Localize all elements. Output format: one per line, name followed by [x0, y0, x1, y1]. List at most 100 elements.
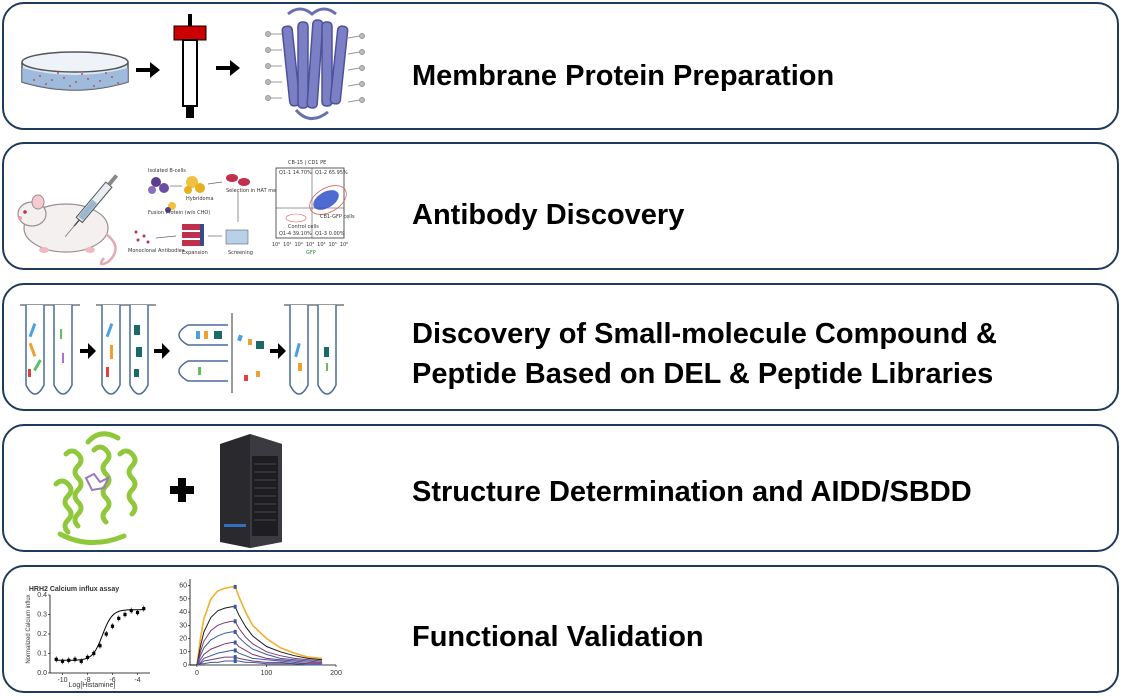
x-tick-label: 200 — [330, 670, 342, 677]
y-tick-label: 60 — [179, 583, 187, 590]
series-marker — [233, 619, 237, 624]
workflow-label: Isolated B-cells — [148, 168, 186, 174]
data-point — [123, 612, 127, 617]
x-tick-label: -4 — [134, 677, 140, 684]
y-tick-label: 0.3 — [37, 612, 47, 619]
arrow-icon — [136, 62, 160, 78]
quadrant-label: Q1-4 39.10% — [279, 231, 312, 237]
flow-xtick-label: 10⁶ — [340, 242, 348, 248]
panel-functional-validation: Functional Validation — [2, 565, 1119, 693]
data-point — [98, 644, 102, 648]
y-tick-label: 50 — [179, 596, 187, 603]
x-tick-label: 0 — [195, 670, 199, 677]
x-tick-label: -6 — [109, 677, 115, 684]
panel-title: Antibody Discovery — [412, 199, 685, 231]
data-point — [85, 655, 90, 659]
arrow-icon — [270, 343, 286, 359]
gate-label: Control cells — [288, 224, 319, 230]
data-point — [92, 651, 96, 656]
panel-del-discovery: Discovery of Small-molecule Compound & P… — [2, 283, 1119, 411]
y-tick-label: 0.1 — [37, 651, 47, 658]
chart-title: HRH2 Calcium influx assay — [29, 586, 119, 593]
selection-cells-icon — [226, 174, 250, 186]
chart-xlabel: Log[Histamine] — [69, 682, 116, 689]
flow-xtick-label: 10¹ — [283, 242, 291, 248]
series-line — [196, 660, 323, 666]
y-tick-label: 0 — [183, 662, 187, 669]
series-line — [196, 631, 323, 666]
workflow-label: Selection in HAT medium — [226, 188, 289, 194]
chromatography-column-icon — [173, 14, 207, 118]
hybridoma-workflow-diagram: Isolated B-cells Hybridoma Selection in … — [128, 168, 289, 256]
flow-xtick-label: 10² — [294, 242, 302, 248]
panel-title: Membrane Protein Preparation — [412, 60, 835, 92]
panel-title: Structure Determination and AIDD/SBDD — [412, 476, 972, 508]
data-point — [117, 616, 121, 620]
quadrant-label: Q1-2 65.95% — [315, 170, 348, 176]
series-marker — [233, 648, 237, 653]
series-marker — [233, 629, 237, 634]
y-tick-label: 40 — [179, 609, 187, 616]
workflow-label: Monoclonal Antibodies — [128, 248, 185, 254]
series-line — [196, 649, 323, 666]
gate-label: CB1-GFP cells — [320, 214, 355, 220]
supercomputer-icon — [220, 434, 282, 548]
series-line — [196, 620, 323, 666]
series-marker — [233, 659, 237, 664]
data-point — [73, 657, 77, 661]
library-molecules-icon — [28, 323, 329, 377]
expansion-flasks-icon — [182, 224, 204, 246]
data-point — [67, 658, 71, 662]
series-marker — [233, 604, 237, 609]
quadrant-label: Q1-1 14.70% — [279, 170, 312, 176]
flow-xtick-label: 10⁵ — [328, 242, 336, 248]
y-tick-label: 20 — [179, 636, 187, 643]
flow-xtick-label: 10⁰ — [272, 242, 280, 248]
flow-plot-xlabel: GFP — [306, 250, 316, 256]
b-cells-icon — [148, 177, 169, 194]
protein-structure-icon — [53, 431, 138, 546]
dose-response-chart: HRH2 Calcium influx assay 0.0 0.1 0.2 0.3 0.… — [26, 586, 150, 689]
data-point — [79, 659, 83, 663]
data-point — [54, 657, 58, 661]
flow-plot-title: CB-15 | CD1 PE — [288, 160, 326, 166]
workflow-label: Hybridoma — [186, 196, 214, 202]
flow-cytometry-plot: CB-15 | CD1 PE Q1-1 14.70% Q1-2 65.95% Q… — [272, 160, 355, 256]
panel-title: Functional Validation — [412, 621, 704, 653]
panel-antibody-discovery: Antibody Discovery — [2, 142, 1119, 270]
data-point — [129, 609, 133, 613]
plus-icon — [170, 478, 194, 502]
arrow-icon — [80, 343, 96, 359]
series-line — [196, 606, 323, 666]
fusion-cells-icon — [165, 202, 176, 213]
series-line — [196, 656, 323, 666]
test-tube-icon — [25, 304, 45, 395]
antibody-icons — [134, 230, 150, 244]
data-point — [60, 659, 65, 663]
data-point — [110, 624, 115, 628]
data-point — [104, 632, 108, 636]
quadrant-label: Q1-3 0.00% — [315, 231, 345, 237]
x-tick-label: -8 — [84, 677, 90, 684]
y-tick-label: 0.2 — [37, 631, 47, 638]
flow-xtick-label: 10³ — [306, 242, 314, 248]
gpcr-membrane-protein-icon — [265, 7, 365, 120]
test-tube-icon — [53, 304, 73, 395]
panel-title-line: Discovery of Small-molecule Compound & — [412, 318, 997, 350]
series-marker — [233, 640, 237, 645]
y-tick-label: 0.0 — [37, 670, 47, 677]
del-selection-illustration — [20, 304, 344, 395]
arrow-icon — [154, 343, 170, 359]
y-tick-label: 10 — [179, 649, 187, 656]
data-point — [135, 610, 140, 615]
workflow-label: Fusion Protein (w/o CHO) — [148, 210, 210, 216]
workflow-label: Expansion — [182, 250, 208, 256]
screening-plate-icon — [225, 229, 249, 245]
series-marker — [233, 584, 237, 589]
workflow-label: Screening — [228, 250, 253, 256]
data-point — [142, 607, 146, 611]
x-tick-label: 100 — [261, 670, 273, 677]
antibody-discovery-illustration: Isolated B-cells Hybridoma Selection in … — [17, 160, 355, 266]
y-tick-label: 0.4 — [37, 592, 47, 599]
